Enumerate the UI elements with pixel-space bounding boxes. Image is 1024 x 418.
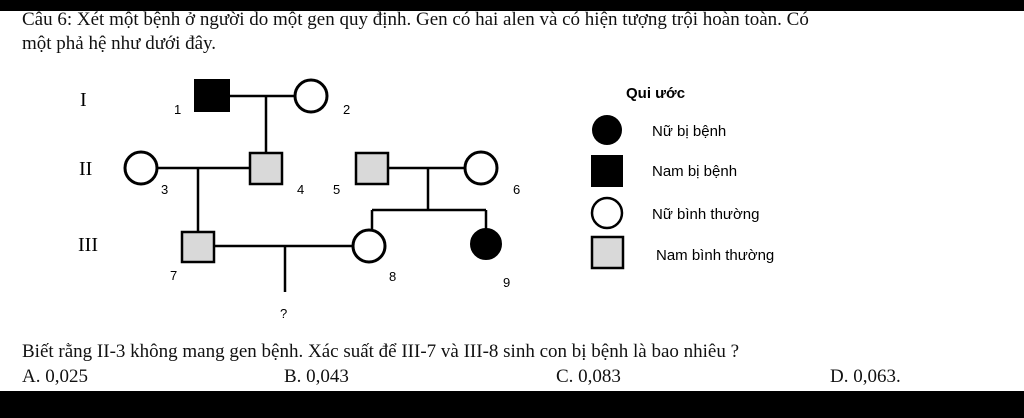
pedigree-diagram: I II III 1 2 3 4 5 6 7 8 9 ? Qui ước Nữ … xyxy=(78,78,774,321)
pedigree-lines xyxy=(157,94,488,292)
answer-option-d[interactable]: D. 0,063. xyxy=(830,366,901,387)
generation-label-1: I xyxy=(80,89,87,111)
answer-option-a[interactable]: A. 0,025 xyxy=(22,366,88,387)
legend-normal-female-icon xyxy=(590,196,624,230)
question-line-2: một phả hệ như dưới đây. xyxy=(22,33,217,54)
legend-label-normal-male: Nam bình thường xyxy=(656,247,774,264)
legend-label-normal-female: Nữ bình thường xyxy=(652,206,759,223)
legend-label-affected-male: Nam bị bệnh xyxy=(652,163,737,180)
legend-title: Qui ước xyxy=(626,85,685,102)
question-line-1: Câu 6: Xét một bệnh ở người do một gen q… xyxy=(22,9,809,30)
individual-4-normal-male xyxy=(248,151,284,186)
answer-option-c[interactable]: C. 0,083 xyxy=(556,366,621,387)
individual-2-normal-female xyxy=(293,78,329,114)
individual-number-8: 8 xyxy=(389,269,396,284)
individual-8-normal-female xyxy=(351,228,387,264)
individual-3-normal-female xyxy=(123,150,159,186)
generation-label-2: II xyxy=(79,158,92,180)
legend-affected-male-icon xyxy=(591,155,623,187)
individual-6-normal-female xyxy=(463,150,499,186)
individual-number-1: 1 xyxy=(174,102,181,117)
individual-number-4: 4 xyxy=(297,182,304,197)
legend-label-affected-female: Nữ bị bệnh xyxy=(652,123,726,140)
individual-number-6: 6 xyxy=(513,182,520,197)
generation-label-3: III xyxy=(78,234,98,256)
individual-5-normal-male xyxy=(354,151,390,186)
individual-number-9: 9 xyxy=(503,275,510,290)
question-text: Câu 6: Xét một bệnh ở người do một gen q… xyxy=(22,8,1012,56)
question-condition-text: Biết rằng II-3 không mang gen bệnh. Xác … xyxy=(22,341,740,362)
top-black-bar xyxy=(0,0,1024,11)
individual-number-3: 3 xyxy=(161,182,168,197)
unknown-offspring-label: ? xyxy=(280,306,287,321)
bottom-black-bar xyxy=(0,391,1024,418)
answer-option-b[interactable]: B. 0,043 xyxy=(284,366,349,387)
individual-7-normal-male xyxy=(180,230,216,264)
individual-9-affected-female xyxy=(470,228,502,260)
individual-1-affected-male xyxy=(194,79,230,112)
individual-number-2: 2 xyxy=(343,102,350,117)
legend-affected-female-icon xyxy=(592,115,622,145)
individual-number-5: 5 xyxy=(333,182,340,197)
legend-normal-male-icon xyxy=(590,235,625,270)
individual-number-7: 7 xyxy=(170,268,177,283)
